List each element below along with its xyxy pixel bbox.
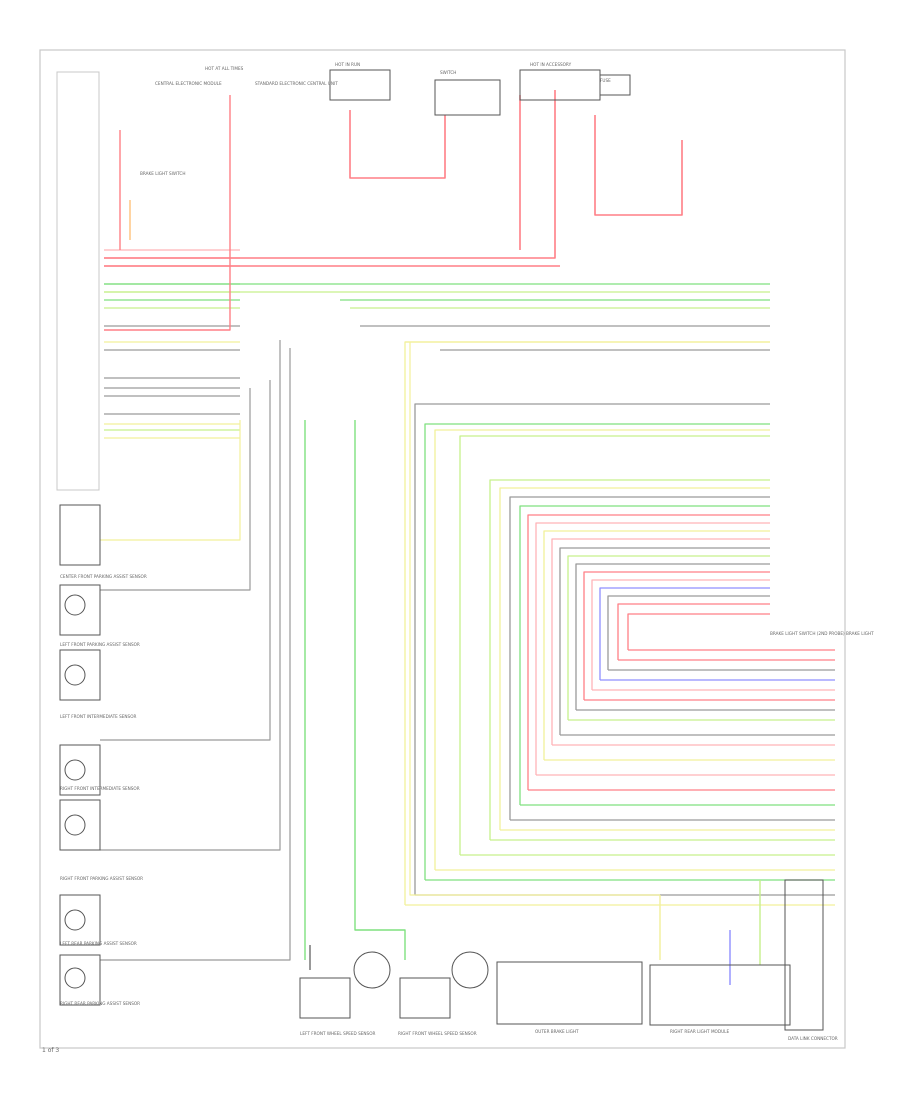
wire bbox=[535, 522, 770, 775]
wire bbox=[349, 110, 446, 179]
component-box bbox=[59, 799, 101, 851]
wire bbox=[404, 341, 770, 905]
sensor-symbol bbox=[64, 814, 86, 836]
left-component-label: LEFT FRONT INTERMEDIATE SENSOR bbox=[60, 714, 137, 719]
bottom-component-label: RIGHT REAR LIGHT MODULE bbox=[670, 1029, 729, 1034]
component-box bbox=[59, 954, 101, 1006]
top-component-label: HOT IN ACCESSORY bbox=[530, 62, 572, 67]
component-box bbox=[649, 964, 791, 1026]
wire bbox=[104, 95, 231, 331]
wire bbox=[567, 555, 770, 720]
module-box-left bbox=[56, 71, 100, 491]
top-component-label: SWITCH bbox=[440, 70, 456, 75]
left-component-label: BRAKE LIGHT SWITCH bbox=[140, 171, 185, 176]
component-box bbox=[59, 894, 101, 946]
wire bbox=[100, 380, 271, 741]
left-component-label: LEFT REAR PARKING ASSIST SENSOR bbox=[60, 941, 137, 946]
bottom-component-label: RIGHT FRONT WHEEL SPEED SENSOR bbox=[398, 1031, 477, 1036]
top-component-label: FUSE bbox=[600, 78, 611, 83]
component-box bbox=[519, 69, 601, 101]
wire bbox=[354, 420, 406, 960]
wire bbox=[594, 115, 683, 216]
wire bbox=[100, 348, 291, 961]
wire bbox=[434, 429, 770, 870]
wheel-sensor-symbol bbox=[451, 951, 489, 989]
page-label: 1 of 3 bbox=[42, 1047, 59, 1054]
right-annotation-label: BRAKE LIGHT SWITCH (2ND PROBE) BRAKE LIG… bbox=[770, 631, 874, 636]
sensor-symbol bbox=[64, 594, 86, 616]
wire bbox=[100, 388, 251, 591]
wire bbox=[627, 613, 770, 650]
component-box bbox=[434, 79, 501, 116]
component-box bbox=[329, 69, 391, 101]
wire bbox=[509, 496, 770, 820]
wire bbox=[599, 587, 770, 680]
top-component-label: STANDARD ELECTRONIC CENTRAL UNIT bbox=[255, 81, 338, 86]
wire bbox=[414, 403, 770, 895]
wire bbox=[551, 538, 770, 745]
left-component-label: RIGHT FRONT PARKING ASSIST SENSOR bbox=[60, 876, 143, 881]
wire bbox=[543, 530, 770, 760]
wire bbox=[617, 603, 770, 660]
component-box bbox=[59, 649, 101, 701]
wire bbox=[489, 479, 770, 840]
sensor-symbol bbox=[64, 759, 86, 781]
component-box bbox=[784, 879, 824, 1031]
wire bbox=[459, 435, 770, 855]
wire bbox=[607, 595, 770, 670]
wheel-sensor-symbol bbox=[353, 951, 391, 989]
wire bbox=[100, 420, 241, 541]
sensor-symbol bbox=[64, 967, 86, 989]
component-box bbox=[299, 977, 351, 1019]
component-box bbox=[496, 961, 643, 1025]
wire bbox=[583, 571, 770, 700]
bottom-component-label: OUTER BRAKE LIGHT bbox=[535, 1029, 579, 1034]
wire bbox=[519, 505, 770, 805]
left-component-label: CENTER FRONT PARKING ASSIST SENSOR bbox=[60, 574, 147, 579]
bottom-component-label: LEFT FRONT WHEEL SPEED SENSOR bbox=[300, 1031, 376, 1036]
wire bbox=[499, 487, 770, 830]
diagram-frame bbox=[39, 49, 846, 1049]
top-component-label: HOT AT ALL TIMES bbox=[205, 66, 244, 71]
wire bbox=[559, 547, 770, 735]
component-box bbox=[59, 584, 101, 636]
sensor-symbol bbox=[64, 909, 86, 931]
top-component-label: CENTRAL ELECTRONIC MODULE bbox=[155, 81, 222, 86]
bottom-component-label: DATA LINK CONNECTOR bbox=[788, 1036, 838, 1041]
component-box bbox=[399, 977, 451, 1019]
wire bbox=[104, 90, 556, 259]
wire bbox=[527, 514, 770, 790]
wire bbox=[424, 423, 770, 880]
component-box bbox=[59, 504, 101, 566]
left-component-label: RIGHT FRONT INTERMEDIATE SENSOR bbox=[60, 786, 140, 791]
left-component-label: RIGHT REAR PARKING ASSIST SENSOR bbox=[60, 1001, 140, 1006]
component-box bbox=[599, 74, 631, 96]
left-component-label: LEFT FRONT PARKING ASSIST SENSOR bbox=[60, 642, 140, 647]
sensor-symbol bbox=[64, 664, 86, 686]
wire bbox=[409, 342, 660, 896]
wire bbox=[100, 340, 281, 851]
wire bbox=[591, 579, 770, 690]
component-box bbox=[59, 744, 101, 796]
top-component-label: HOT IN RUN bbox=[335, 62, 360, 67]
wire bbox=[575, 563, 770, 710]
